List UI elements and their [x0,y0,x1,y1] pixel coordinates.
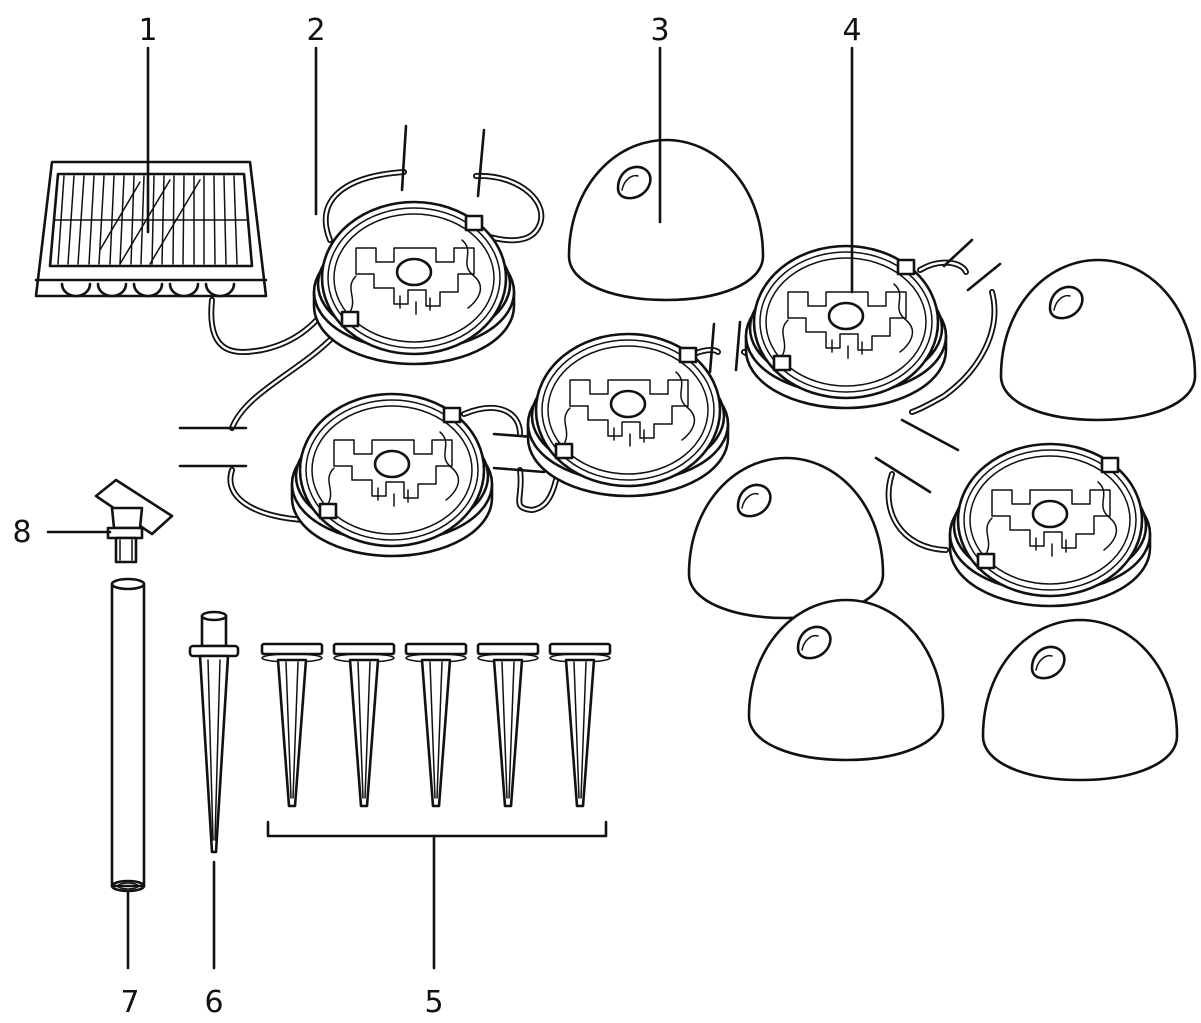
large-stake [188,610,240,854]
leader-lines [46,46,854,970]
dome-cover-2 [999,258,1197,422]
panel-mount [94,478,174,564]
light-unit-3 [526,332,730,498]
callout-5: 5 [424,985,443,1020]
dome-cover-5 [981,618,1179,782]
callout-6: 6 [204,985,223,1020]
light-unit-1 [312,200,516,366]
dome-cover-3 [687,456,885,620]
solar-panel [34,160,268,298]
stake-2 [332,642,396,808]
dome-cover-1 [567,138,765,302]
cable-network [208,169,998,553]
light-unit-5 [948,442,1152,608]
stake-3 [404,642,468,808]
callout-8: 8 [12,515,31,550]
extension-pole [110,577,146,893]
callout-1: 1 [138,13,157,48]
stake-1 [260,642,324,808]
dome-cover-4 [747,598,945,762]
callout-2: 2 [306,13,325,48]
callout-3: 3 [650,13,669,48]
light-unit-4 [744,244,948,410]
stake-4 [476,642,540,808]
stake-5 [548,642,612,808]
callout-4: 4 [842,13,861,48]
light-unit-2 [290,392,494,558]
callout-labels: 1 2 3 4 5 6 7 8 [12,13,861,1020]
callout-7: 7 [120,985,139,1020]
